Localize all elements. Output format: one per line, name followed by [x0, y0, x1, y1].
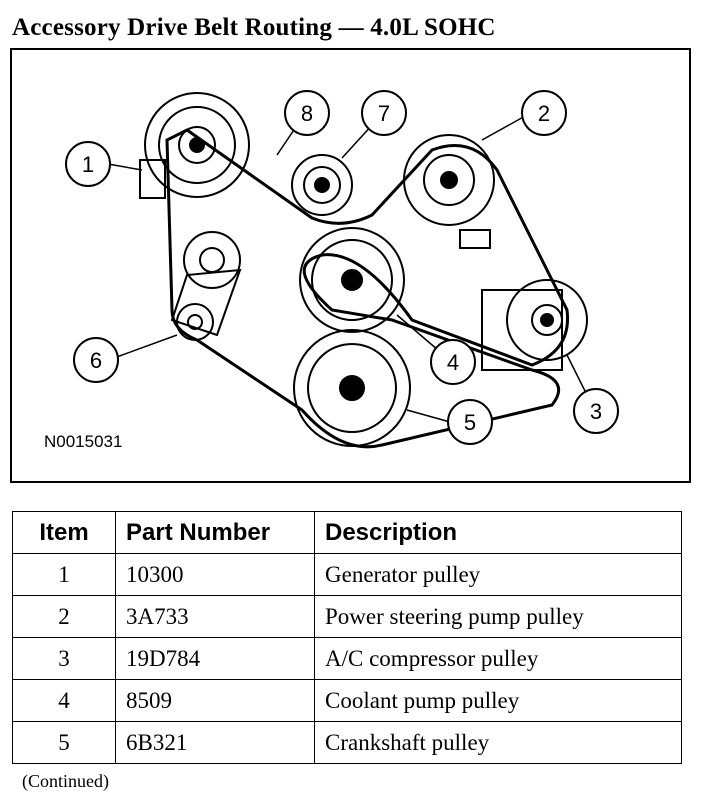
continued-note: (Continued)	[22, 771, 109, 791]
callout-7-label: 7	[378, 101, 390, 126]
idler-pulley-7	[291, 154, 353, 216]
part-number-cell: 6B321	[115, 721, 315, 764]
callout-4: 4	[430, 339, 476, 385]
callout-4-label: 4	[447, 350, 459, 375]
table-row: 2 3A733 Power steering pump pulley	[12, 595, 682, 638]
callout-6: 6	[73, 337, 119, 383]
callout-1: 1	[65, 141, 111, 187]
parts-table: Item Part Number Description 1 10300 Gen…	[12, 511, 682, 764]
item-cell: 4	[12, 679, 116, 722]
callout-3: 3	[573, 388, 619, 434]
table-header-row: Item Part Number Description	[12, 511, 682, 554]
callout-3-label: 3	[590, 399, 602, 424]
callout-2-label: 2	[538, 101, 550, 126]
figure-id: N0015031	[44, 432, 123, 451]
callout-2: 2	[521, 90, 567, 136]
belt-routing-diagram: 1 8 7 2 3 4 5 6 N0015031	[10, 48, 691, 483]
item-cell: 2	[12, 595, 116, 638]
part-number-cell: 8509	[115, 679, 315, 722]
header-item: Item	[12, 511, 116, 554]
description-cell: Crankshaft pulley	[314, 721, 682, 764]
table-row: 4 8509 Coolant pump pulley	[12, 679, 682, 722]
power-steering-pulley	[403, 134, 495, 249]
table-row: 3 19D784 A/C compressor pulley	[12, 637, 682, 680]
item-cell: 3	[12, 637, 116, 680]
item-cell: 5	[12, 721, 116, 764]
description-cell: Power steering pump pulley	[314, 595, 682, 638]
callout-1-label: 1	[82, 152, 94, 177]
ac-compressor-pulley	[481, 279, 588, 371]
generator-pulley	[139, 92, 250, 199]
header-part-number: Part Number	[115, 511, 315, 554]
callout-7: 7	[361, 90, 407, 136]
description-cell: A/C compressor pulley	[314, 637, 682, 680]
coolant-pump-pulley	[299, 227, 405, 333]
part-number-cell: 19D784	[115, 637, 315, 680]
callout-5-label: 5	[464, 410, 476, 435]
description-cell: Generator pulley	[314, 553, 682, 596]
item-cell: 1	[12, 553, 116, 596]
page-title: Accessory Drive Belt Routing — 4.0L SOHC	[12, 14, 496, 41]
callout-8-label: 8	[301, 101, 313, 126]
crankshaft-pulley	[293, 329, 411, 447]
diagram-drawing: 1 8 7 2 3 4 5 6	[65, 90, 619, 449]
callout-8: 8	[284, 90, 330, 136]
part-number-cell: 3A733	[115, 595, 315, 638]
drive-belt	[165, 128, 570, 449]
tensioner-pulley	[170, 231, 242, 341]
callout-5: 5	[447, 399, 493, 445]
part-number-cell: 10300	[115, 553, 315, 596]
header-description: Description	[314, 511, 682, 554]
description-cell: Coolant pump pulley	[314, 679, 682, 722]
callout-6-label: 6	[90, 348, 102, 373]
table-row: 1 10300 Generator pulley	[12, 553, 682, 596]
table-row: 5 6B321 Crankshaft pulley	[12, 721, 682, 764]
